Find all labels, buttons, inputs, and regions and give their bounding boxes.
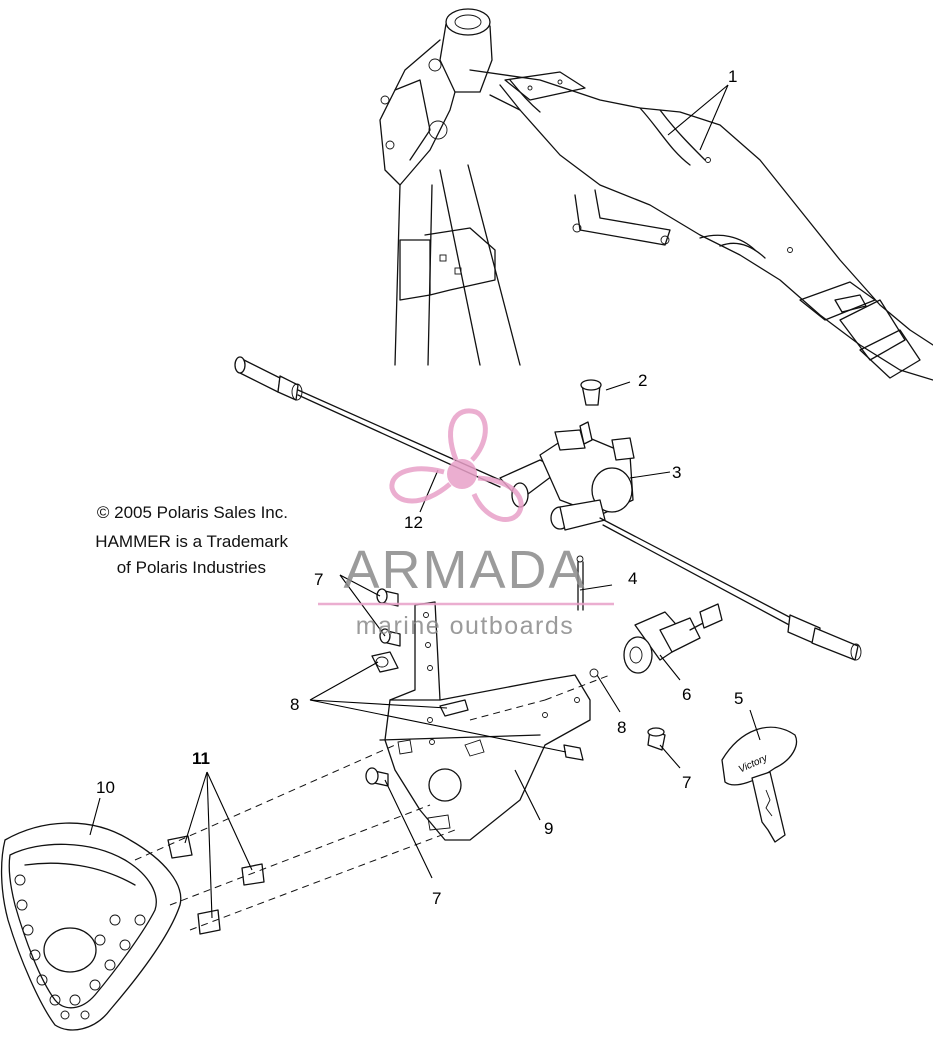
assembly-lines [134,674,611,931]
watermark-brand: ARMADA [343,540,586,600]
callout-7-top: 7 [314,570,323,589]
propeller-icon [389,408,524,522]
callout-numbers: 1 2 3 4 5 6 7 7 7 8 8 9 10 11 12 [96,67,743,908]
copyright-line-1: © 2005 Polaris Sales Inc. [97,503,288,522]
copyright-line-2: HAMMER is a Trademark [95,532,288,551]
leader-lines [89,84,761,919]
callout-9: 9 [544,819,553,838]
callout-4: 4 [628,569,637,588]
callout-3: 3 [672,463,681,482]
callout-11: 11 [192,749,210,768]
part-10-cover [0,822,182,1031]
watermark-tagline: marine outboards [356,612,575,640]
frame-assembly [379,8,933,381]
part-4-pin [576,555,584,611]
callout-7-bottom: 7 [432,889,441,908]
callout-6: 6 [682,685,691,704]
callout-7-right: 7 [682,773,691,792]
part-7-screws [365,588,666,787]
callout-5: 5 [734,689,743,708]
callout-2: 2 [638,371,647,390]
watermark: ARMADA marine outboards [318,408,614,640]
callout-1: 1 [728,67,737,86]
part-6-ignition-switch [623,603,723,674]
copyright-line-3: of Polaris Industries [117,558,266,577]
callout-12: 12 [404,513,423,532]
part-11-fasteners [167,835,265,935]
copyright-notice: © 2005 Polaris Sales Inc. HAMMER is a Tr… [95,503,288,577]
part-2-grommet [580,379,602,406]
part-5-key: Victory [721,726,798,843]
part-8-clips [371,651,599,761]
part-9-mounting-bracket [379,601,591,841]
callout-8-right: 8 [617,718,626,737]
callout-8-left: 8 [290,695,299,714]
callout-10: 10 [96,778,115,797]
